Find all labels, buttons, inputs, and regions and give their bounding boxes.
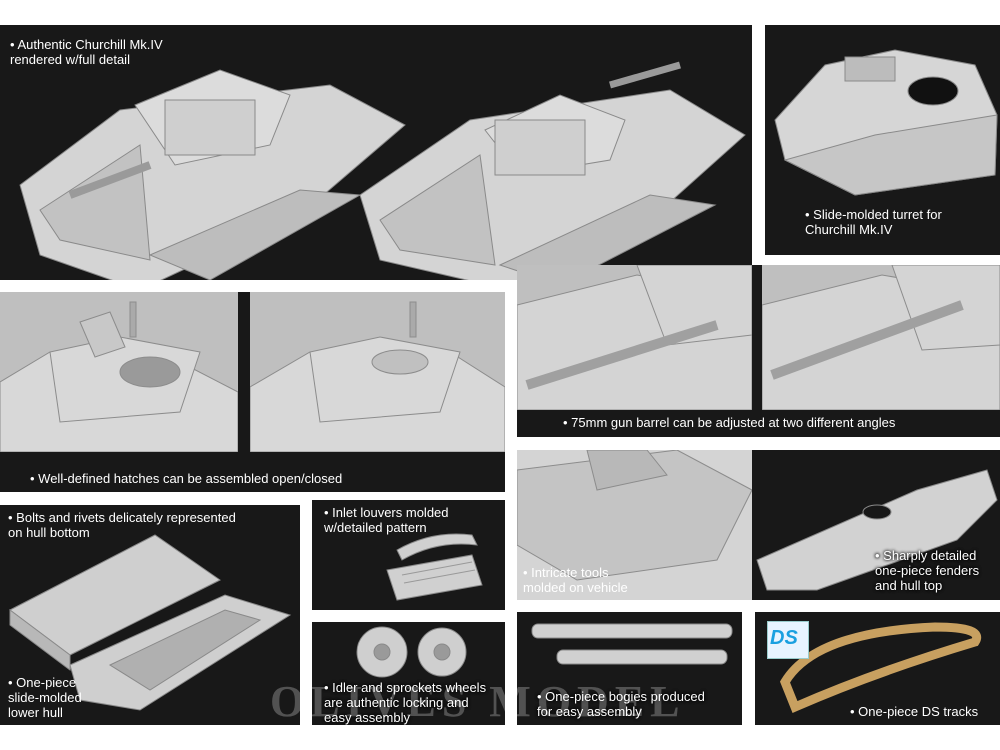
panel-idler: • Idler and sprockets wheels are authent…	[312, 622, 505, 725]
caption-fenders: • Sharply detailed one-piece fenders and…	[875, 548, 980, 593]
lower-hull-render	[9, 534, 292, 711]
tools-photo	[517, 450, 752, 600]
caption-louvers: • Inlet louvers molded w/detailed patter…	[324, 505, 449, 535]
panel-louvers: • Inlet louvers molded w/detailed patter…	[312, 500, 505, 610]
panel-turret: • Slide-molded turret for Churchill Mk.I…	[765, 25, 1000, 255]
caption-bolts: • Bolts and rivets delicately represente…	[8, 510, 236, 540]
gun-low-photo	[517, 265, 752, 410]
fenders-render	[756, 469, 998, 591]
caption-hatches: • Well-defined hatches can be assembled …	[30, 471, 343, 486]
caption-lower-hull: • One-piece slide-molded lower hull	[8, 675, 82, 720]
caption-authentic: • Authentic Churchill Mk.IV rendered w/f…	[10, 37, 163, 67]
caption-ds-tracks: • One-piece DS tracks	[850, 704, 979, 719]
panel-bogies: • One-piece bogies produced for easy ass…	[517, 612, 742, 725]
louver-render	[386, 533, 483, 601]
panel-authentic-tank: • Authentic Churchill Mk.IV rendered w/f…	[0, 25, 752, 280]
gun-high-photo	[762, 265, 1000, 410]
turret-render	[774, 49, 998, 196]
wheels-render	[356, 626, 467, 678]
caption-turret: • Slide-molded turret for Churchill Mk.I…	[805, 207, 942, 237]
ds-tracks-render	[779, 622, 982, 713]
hatch-open-photo	[0, 292, 238, 452]
ds-logo: DS	[767, 621, 809, 659]
tank-right-render	[359, 61, 746, 280]
caption-tools: • Intricate tools molded on vehicle	[523, 565, 628, 595]
caption-gun: • 75mm gun barrel can be adjusted at two…	[563, 415, 896, 430]
watermark: OLIVES MODEL	[270, 677, 686, 726]
tank-left-render	[19, 69, 406, 280]
tank-render-pair	[19, 61, 746, 280]
panel-tools-fenders: • Intricate tools molded on vehicle • Sh…	[517, 450, 1000, 600]
caption-idler: • Idler and sprockets wheels are authent…	[324, 680, 487, 725]
hatch-closed-photo	[250, 292, 505, 452]
panel-lower-hull: • Bolts and rivets delicately represente…	[0, 505, 300, 725]
caption-bogies: • One-piece bogies produced for easy ass…	[537, 689, 705, 719]
bogies-render	[531, 623, 733, 665]
panel-gun-barrel: • 75mm gun barrel can be adjusted at two…	[517, 265, 1000, 437]
panel-hatches: • Well-defined hatches can be assembled …	[0, 292, 505, 492]
